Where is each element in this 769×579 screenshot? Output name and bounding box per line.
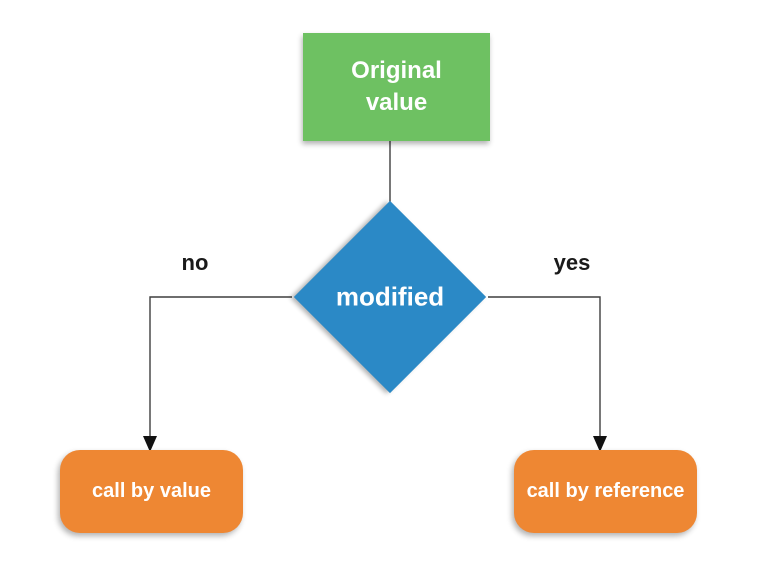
arrowhead-down-right-icon [593,436,607,452]
node-call-by-value: call by value [60,450,243,533]
node-call-by-reference: call by reference [514,450,697,533]
edge-decision-to-call-by-value [149,296,292,438]
edge-decision-to-call-by-reference [488,296,601,438]
node-original-value: Original value [303,33,490,141]
edge-label-no: no [181,250,209,275]
edge-label-yes: yes [553,250,591,275]
node-decision-modified: modified [335,281,445,312]
arrowhead-down-left-icon [143,436,157,452]
